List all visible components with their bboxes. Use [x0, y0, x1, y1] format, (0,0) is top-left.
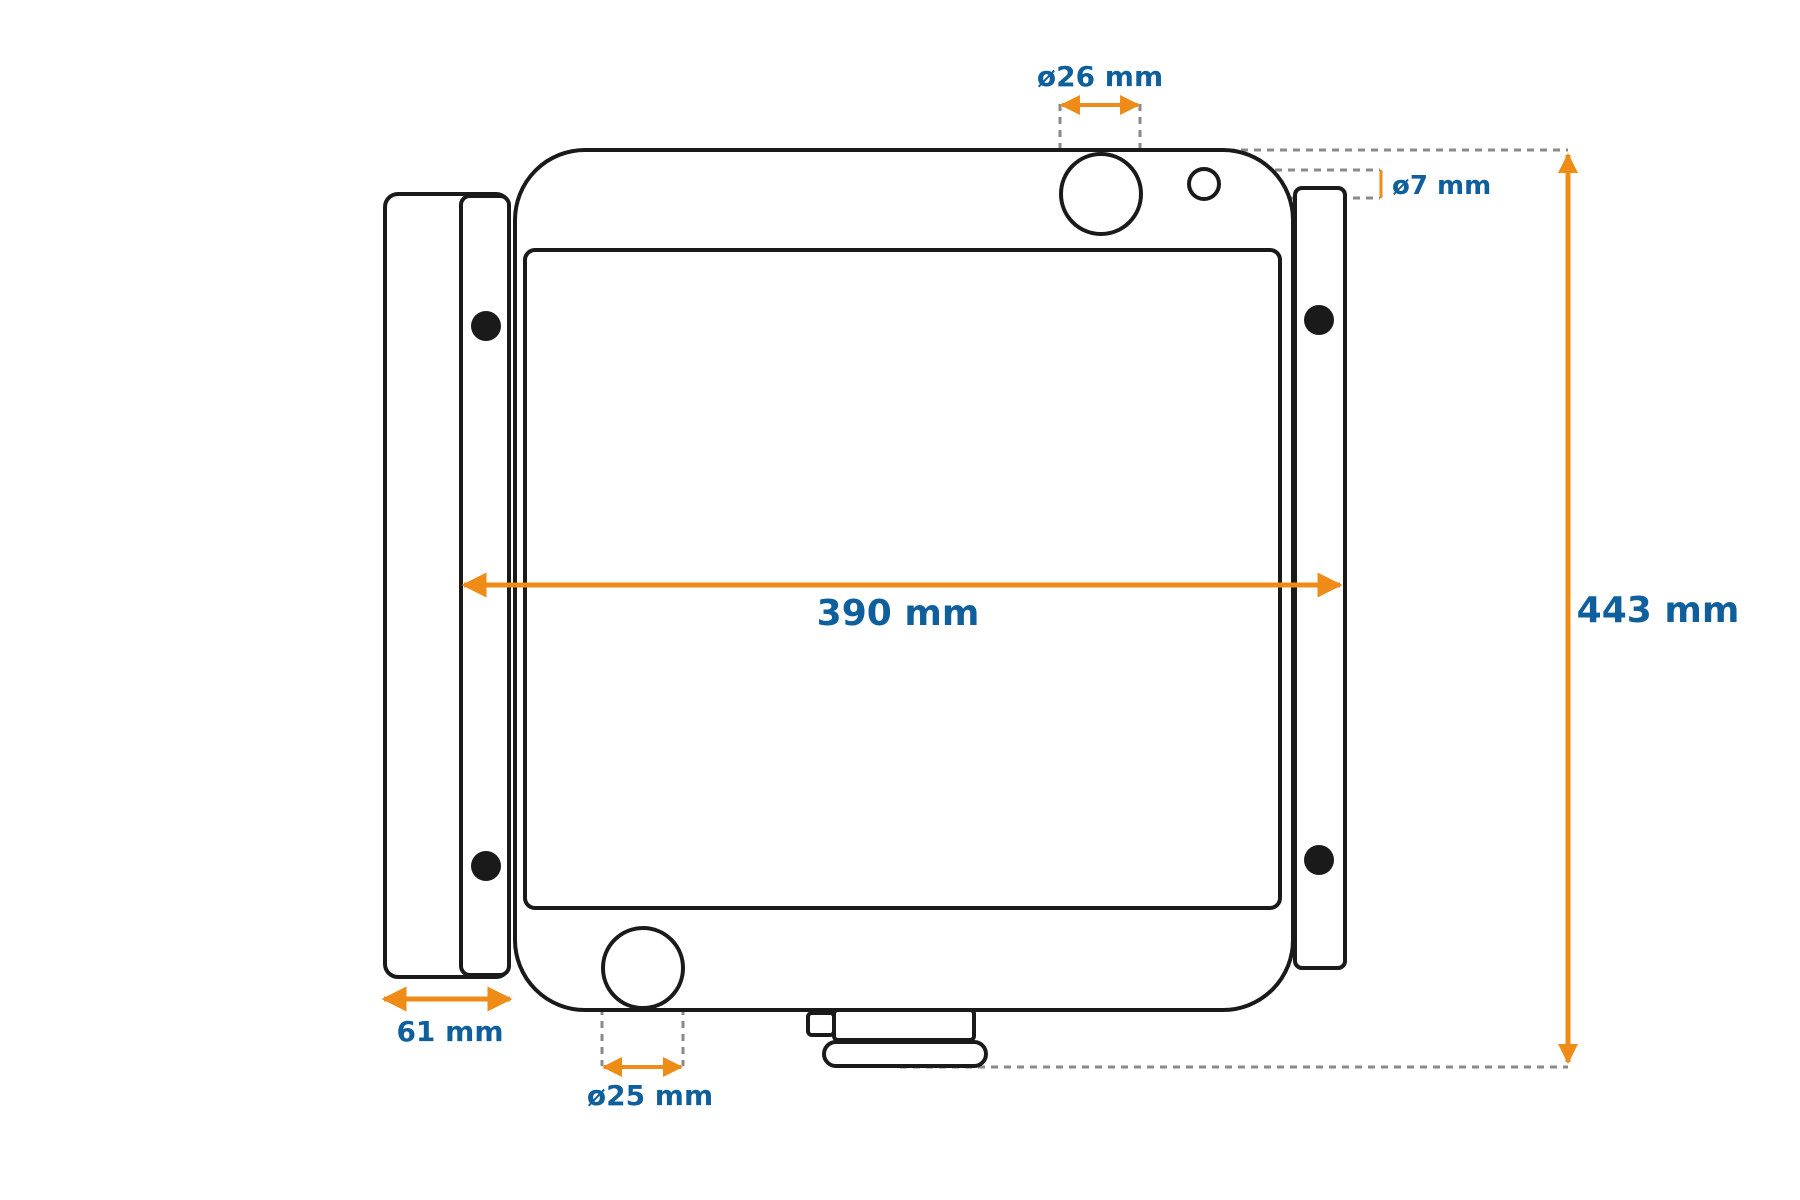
drain-plug-body — [832, 1008, 976, 1042]
radiator-core — [523, 248, 1282, 910]
inlet-port — [1059, 152, 1143, 236]
width-label: 390 mm — [817, 593, 980, 634]
drain-plug-tab — [806, 1011, 836, 1037]
dimension-arrows — [381, 95, 1578, 1077]
bleed-diameter-label: ø7 mm — [1392, 171, 1491, 201]
dimension-labels: 390 mm 443 mm 61 mm ø26 mm ø25 mm ø7 mm — [396, 60, 1739, 1112]
screw-icon — [471, 311, 501, 341]
mounting-screws — [471, 305, 1334, 881]
fan-depth-label: 61 mm — [396, 1015, 503, 1048]
screw-icon — [1304, 305, 1334, 335]
screw-icon — [471, 851, 501, 881]
bleed-hole — [1187, 167, 1221, 201]
drain-plug-base — [822, 1040, 988, 1068]
screw-icon — [1304, 845, 1334, 875]
inlet-diameter-label: ø26 mm — [1037, 60, 1163, 93]
height-label: 443 mm — [1577, 590, 1740, 631]
outlet-port — [601, 926, 685, 1010]
outlet-diameter-label: ø25 mm — [587, 1079, 713, 1112]
